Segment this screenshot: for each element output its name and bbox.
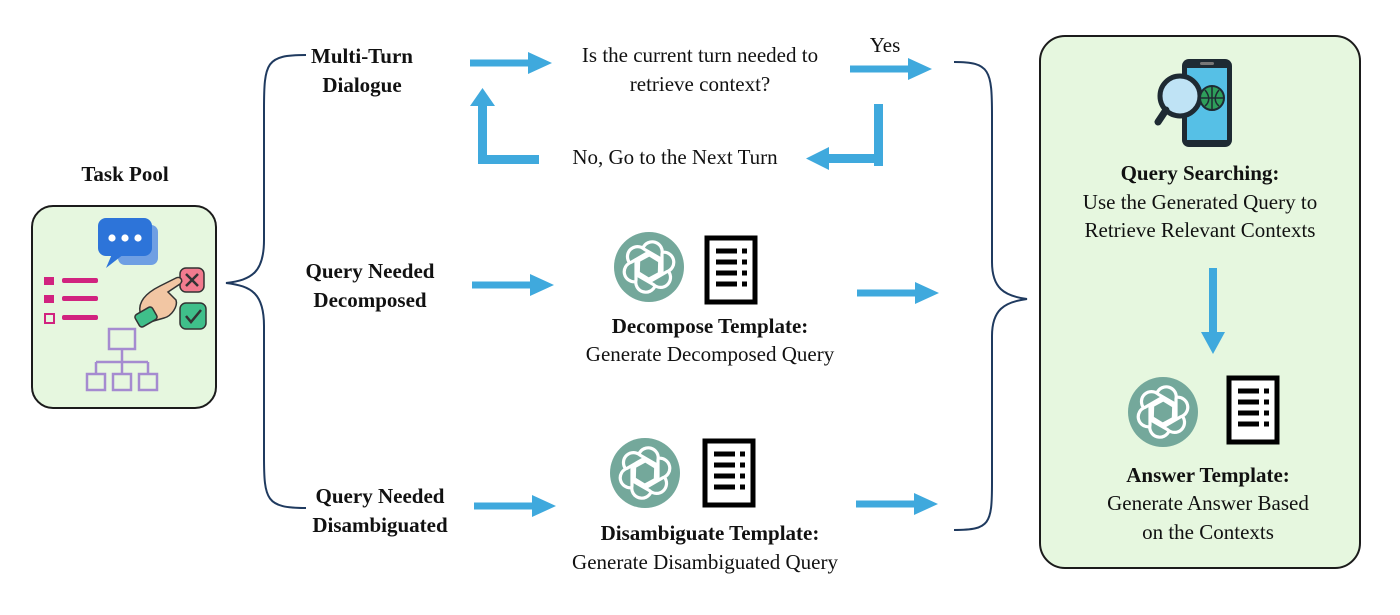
- loop-question-line2: retrieve context?: [629, 72, 771, 96]
- arrow-disambiguated-in: [474, 495, 556, 517]
- document-list-icon: [1229, 378, 1277, 442]
- arrow-loop-back-up: [470, 88, 539, 164]
- disambiguate-template-desc: Generate Disambiguated Query: [572, 550, 838, 574]
- arrow-search-to-answer: [1201, 268, 1225, 354]
- branch-decomposed-line1: Query Needed: [305, 259, 435, 283]
- left-brace: [225, 54, 307, 509]
- task-pool-illustration: [44, 218, 207, 392]
- branch-multi-turn-line1: Multi-Turn: [311, 44, 413, 68]
- disambiguate-template-title: Disambiguate Template:: [600, 521, 820, 545]
- query-searching-title: Query Searching:: [1120, 161, 1280, 185]
- document-list-icon: [705, 441, 753, 505]
- answer-template-desc-line1: Generate Answer Based: [1107, 491, 1309, 515]
- branch-multi-turn-line2: Dialogue: [322, 73, 402, 97]
- answer-template-desc-line2: on the Contexts: [1142, 520, 1274, 544]
- loop-no-label: No, Go to the Next Turn: [572, 145, 778, 169]
- branch-decomposed-line2: Decomposed: [313, 288, 427, 312]
- right-brace: [953, 61, 1028, 531]
- branch-disambiguated-line2: Disambiguated: [312, 513, 448, 537]
- document-list-icon: [707, 238, 755, 302]
- arrow-multi-turn-to-question: [470, 52, 552, 74]
- loop-yes-label: Yes: [869, 33, 901, 57]
- arrow-decomposed-in: [472, 274, 554, 296]
- query-searching-desc-line1: Use the Generated Query to: [1082, 190, 1318, 214]
- arrow-decomposed-out: [857, 282, 939, 304]
- openai-logo-icon: [1126, 375, 1200, 449]
- phone-search-globe-icon: [1154, 59, 1232, 147]
- decompose-template-desc: Generate Decomposed Query: [585, 342, 835, 366]
- arrow-disambiguated-out: [856, 493, 938, 515]
- query-searching-desc-line2: Retrieve Relevant Contexts: [1084, 218, 1316, 242]
- decompose-template-title: Decompose Template:: [611, 314, 809, 338]
- answer-template-title: Answer Template:: [1126, 463, 1290, 487]
- loop-question-line1: Is the current turn needed to: [581, 43, 819, 67]
- openai-logo-icon: [608, 436, 682, 510]
- arrow-no-loop: [806, 104, 883, 170]
- task-pool-title: Task Pool: [81, 162, 169, 186]
- arrow-yes-out: [850, 58, 932, 80]
- openai-logo-icon: [612, 230, 686, 304]
- branch-disambiguated-line1: Query Needed: [315, 484, 445, 508]
